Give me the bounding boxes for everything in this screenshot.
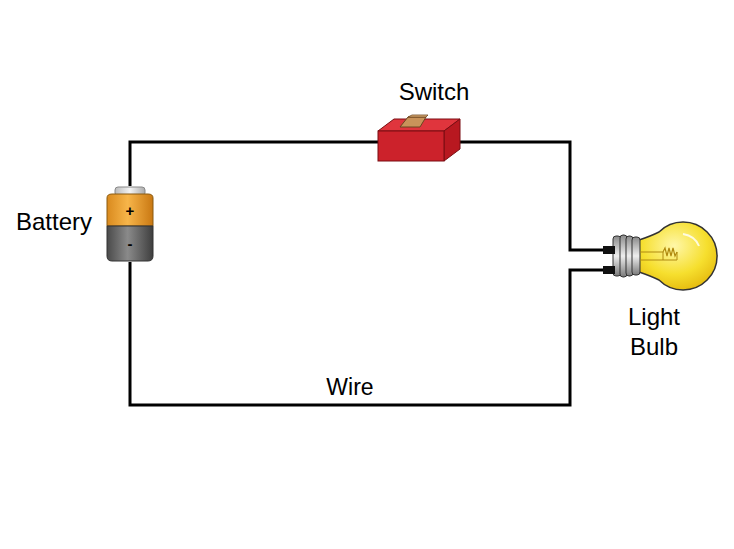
terminal-sign: - <box>128 235 133 253</box>
wire <box>130 142 378 186</box>
wire <box>456 142 605 250</box>
wire-label: Wire <box>323 374 376 400</box>
battery: Battery+- <box>106 186 154 262</box>
light-bulb: Light Bulb <box>603 222 720 290</box>
component-label: Battery <box>16 207 92 236</box>
switch-symbol <box>378 115 460 161</box>
light-bulb-symbol <box>603 222 720 290</box>
switch: Switch <box>378 115 460 161</box>
component-label: Switch <box>399 77 470 106</box>
component-label: Light Bulb <box>613 302 695 362</box>
terminal-sign: + <box>126 202 135 220</box>
wire <box>130 262 605 405</box>
